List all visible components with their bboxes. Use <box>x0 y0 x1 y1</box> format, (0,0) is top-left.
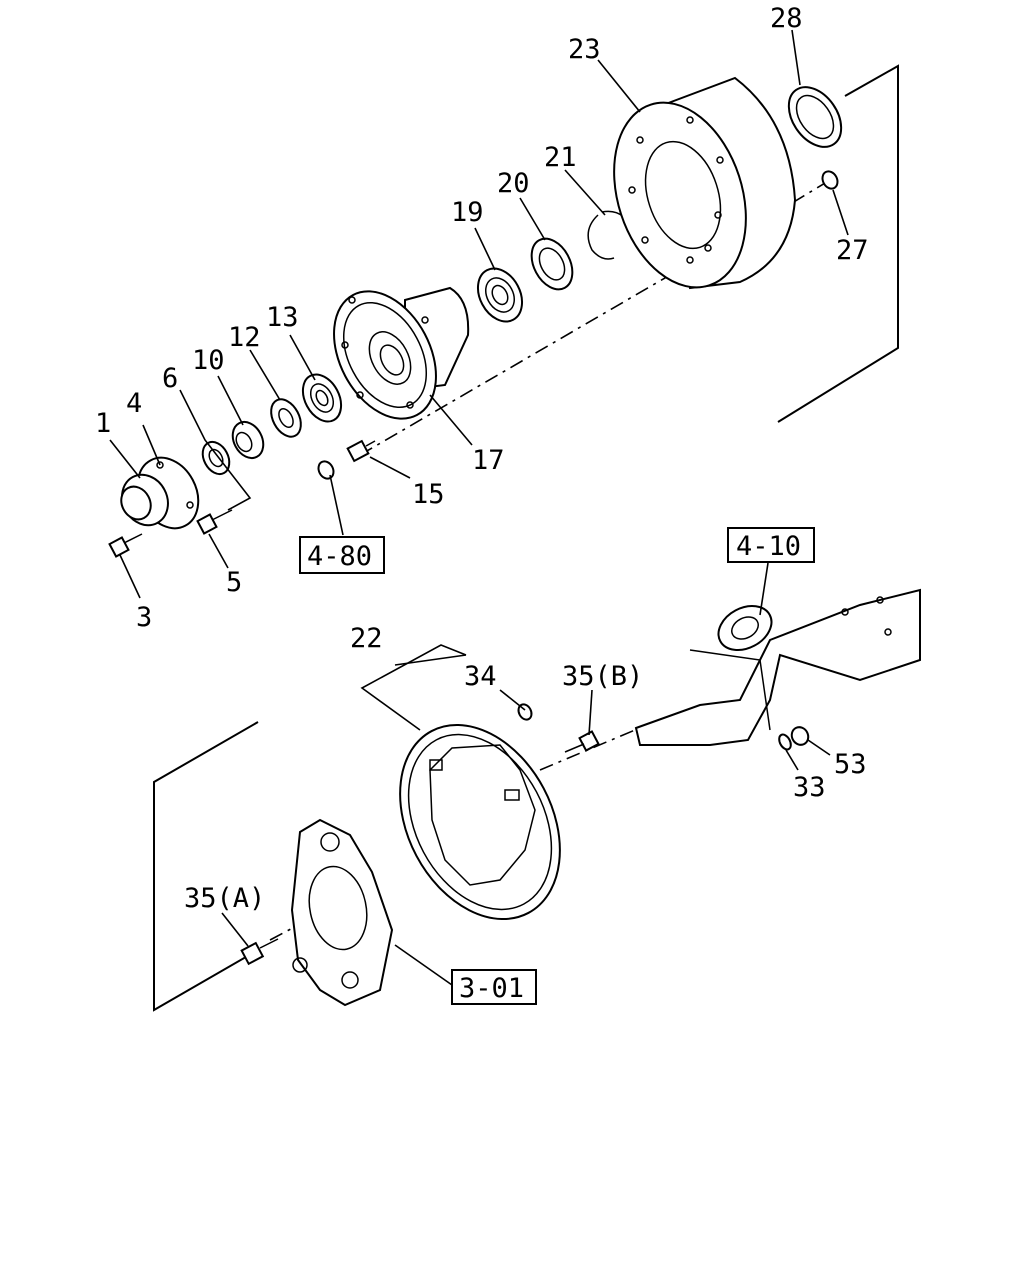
nut-53-part <box>790 726 810 746</box>
callout-13: 13 <box>266 302 299 333</box>
upper-assembly-frame <box>777 64 899 423</box>
callout-6: 6 <box>162 363 178 394</box>
hub-axis-line <box>359 252 709 456</box>
inner-bearing-part <box>476 267 524 323</box>
callout-23: 23 <box>568 34 601 65</box>
ref-box-4-80: 4-80 <box>299 536 385 574</box>
hub-nut-part <box>231 420 265 460</box>
bolt-35b-part <box>564 730 600 753</box>
callout-19: 19 <box>451 197 484 228</box>
drum-nut-part <box>821 170 839 190</box>
oil-seal-part <box>530 237 574 291</box>
callout-1: 1 <box>95 408 111 439</box>
ref-4-10-label: 4-10 <box>736 531 801 562</box>
callout-53: 53 <box>834 749 867 780</box>
lower-assembly-frame <box>153 721 259 1012</box>
callout-28: 28 <box>770 3 803 34</box>
wheel-hub-part <box>333 286 470 420</box>
callout-22: 22 <box>350 623 383 654</box>
lock-washer-part <box>201 440 231 476</box>
callout-27: 27 <box>836 235 869 266</box>
ref-box-3-01: 3-01 <box>451 969 537 1005</box>
outer-bearing-part <box>301 373 343 423</box>
callout-21: 21 <box>544 142 577 173</box>
callout-15: 15 <box>412 479 445 510</box>
leader-lines <box>109 29 849 986</box>
hub-bolt-part <box>317 439 376 480</box>
bolt-35a-part <box>240 938 279 966</box>
brake-drum-part <box>613 76 797 290</box>
callout-3: 3 <box>136 602 152 633</box>
ref-4-80-label: 4-80 <box>307 541 372 572</box>
brake-assembly-part <box>290 818 394 1007</box>
callout-5: 5 <box>226 567 242 598</box>
cap-bolt-part <box>108 533 143 558</box>
backing-plate-part <box>399 723 561 921</box>
callout-35b: 35(B) <box>562 661 643 692</box>
hub-cap-part <box>120 456 200 530</box>
ref-3-01-label: 3-01 <box>459 973 524 1004</box>
steering-knuckle-axle-part <box>634 588 921 746</box>
bolt-5-part <box>196 509 233 535</box>
callout-10: 10 <box>192 345 225 376</box>
callout-17: 17 <box>472 445 505 476</box>
callout-34: 34 <box>464 661 497 692</box>
callout-20: 20 <box>497 168 530 199</box>
ref-box-4-10: 4-10 <box>727 527 815 563</box>
drum-seal-ring-part <box>787 86 843 148</box>
callout-4: 4 <box>126 388 142 419</box>
callout-12: 12 <box>228 322 261 353</box>
callout-35a: 35(A) <box>184 883 265 914</box>
thrust-washer-part <box>270 398 302 438</box>
callout-33: 33 <box>793 772 826 803</box>
washer-33-part <box>778 733 792 751</box>
